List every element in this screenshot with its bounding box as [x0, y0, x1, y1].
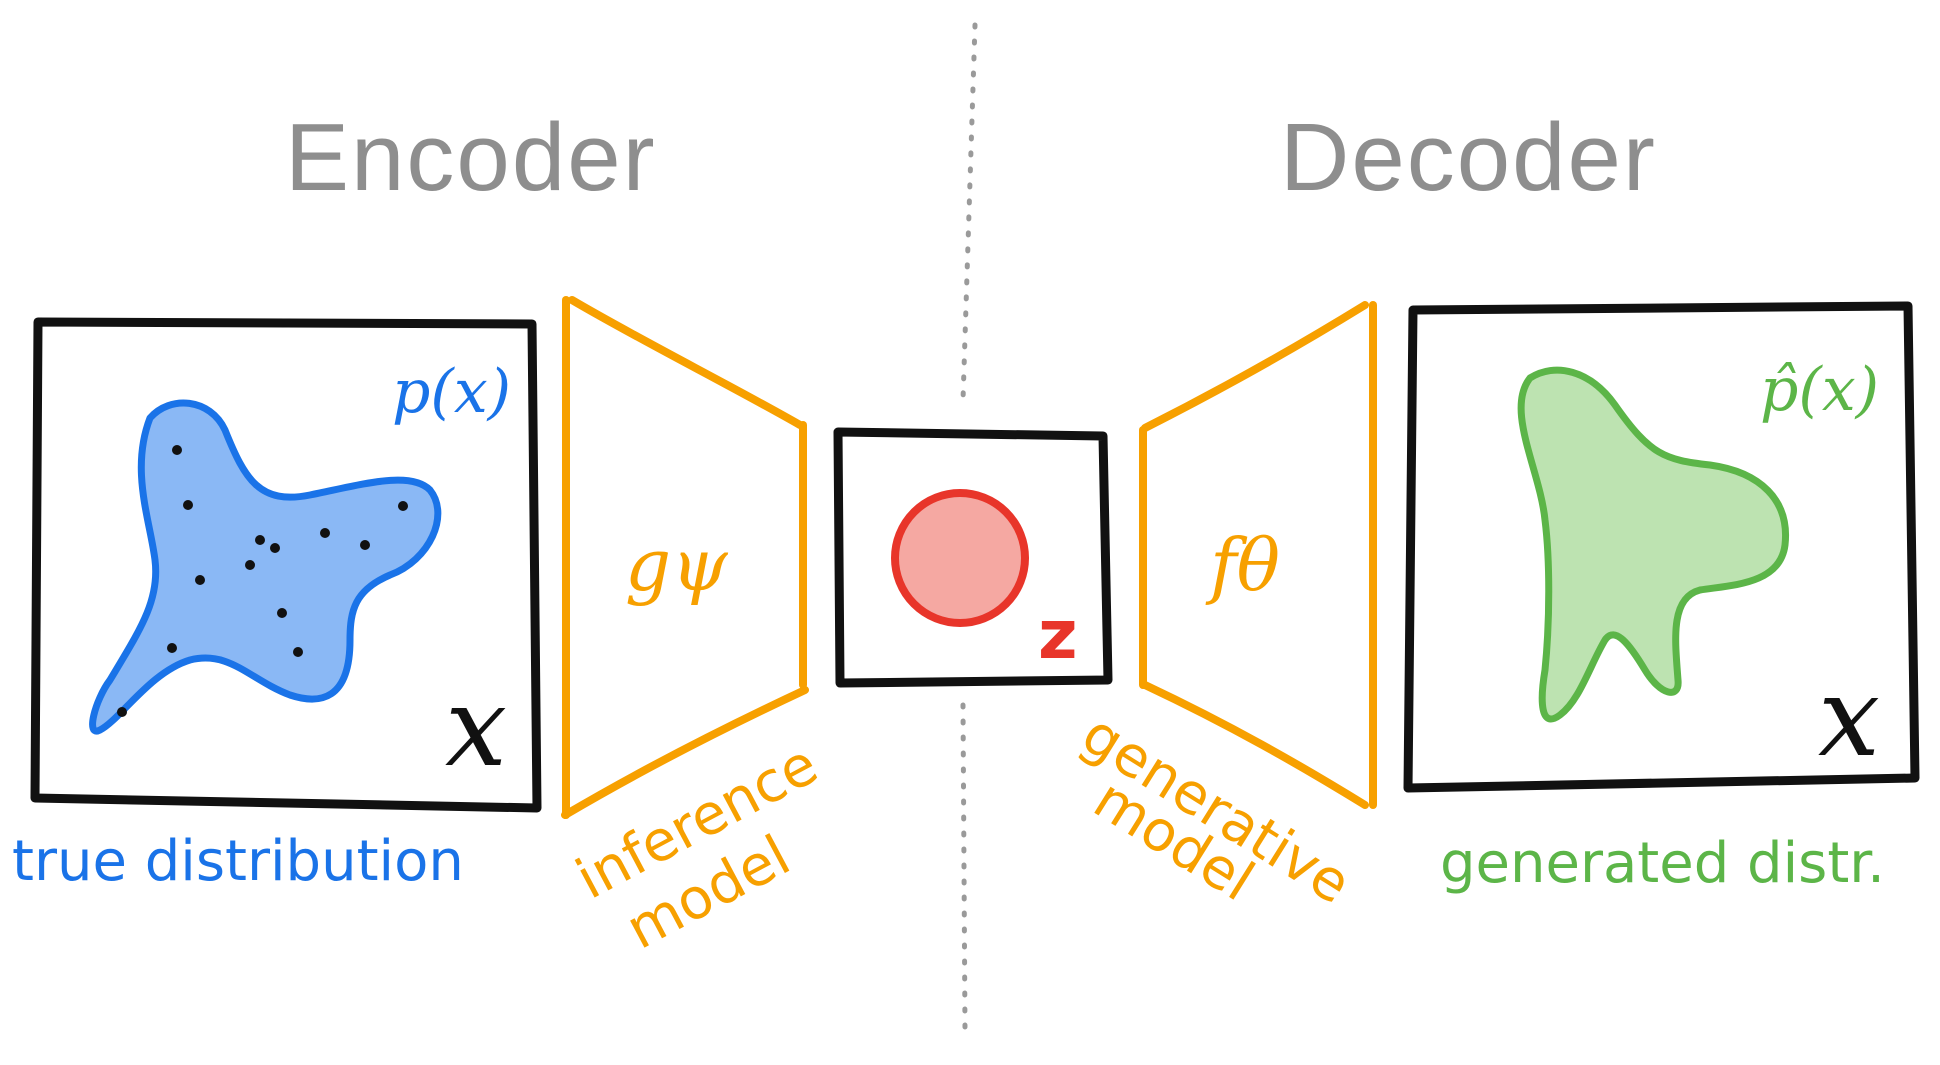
sample-point [117, 707, 127, 717]
sample-point [277, 608, 287, 618]
sample-point [255, 535, 265, 545]
decoder-network [1139, 301, 1377, 809]
sample-point [270, 543, 280, 553]
decoder-function-label: fθ [1205, 523, 1280, 607]
sample-point [320, 528, 330, 538]
center-divider-lower [960, 702, 968, 1033]
true-distribution-caption: true distribution [12, 829, 464, 894]
sample-point [293, 647, 303, 657]
sample-point [245, 560, 255, 570]
sample-point [398, 501, 408, 511]
latent-label: z [1038, 596, 1078, 675]
generated-distribution-blob [1517, 366, 1790, 723]
output-space-label: x [1818, 653, 1880, 781]
latent-box [833, 427, 1113, 688]
sample-point [360, 540, 370, 550]
sample-point [172, 445, 182, 455]
center-divider [960, 22, 978, 403]
input-space-label: x [445, 663, 507, 791]
encoder-function-label: gψ [625, 523, 729, 607]
output-space-box [1403, 301, 1920, 793]
true-distribution-blob [89, 399, 442, 735]
encoder-title: Encoder [285, 104, 657, 211]
sample-point [195, 575, 205, 585]
sample-points [117, 445, 408, 717]
input-space-box [30, 317, 542, 813]
generated-distribution-caption: generated distr. [1440, 831, 1885, 896]
input-distribution-label: p(x) [392, 357, 511, 427]
decoder-title: Decoder [1280, 104, 1657, 211]
sample-point [183, 500, 193, 510]
output-distribution-label: p̂(x) [1760, 355, 1879, 425]
encoder-network [561, 296, 809, 819]
latent-distribution-circle [891, 489, 1029, 627]
sample-point [167, 643, 177, 653]
